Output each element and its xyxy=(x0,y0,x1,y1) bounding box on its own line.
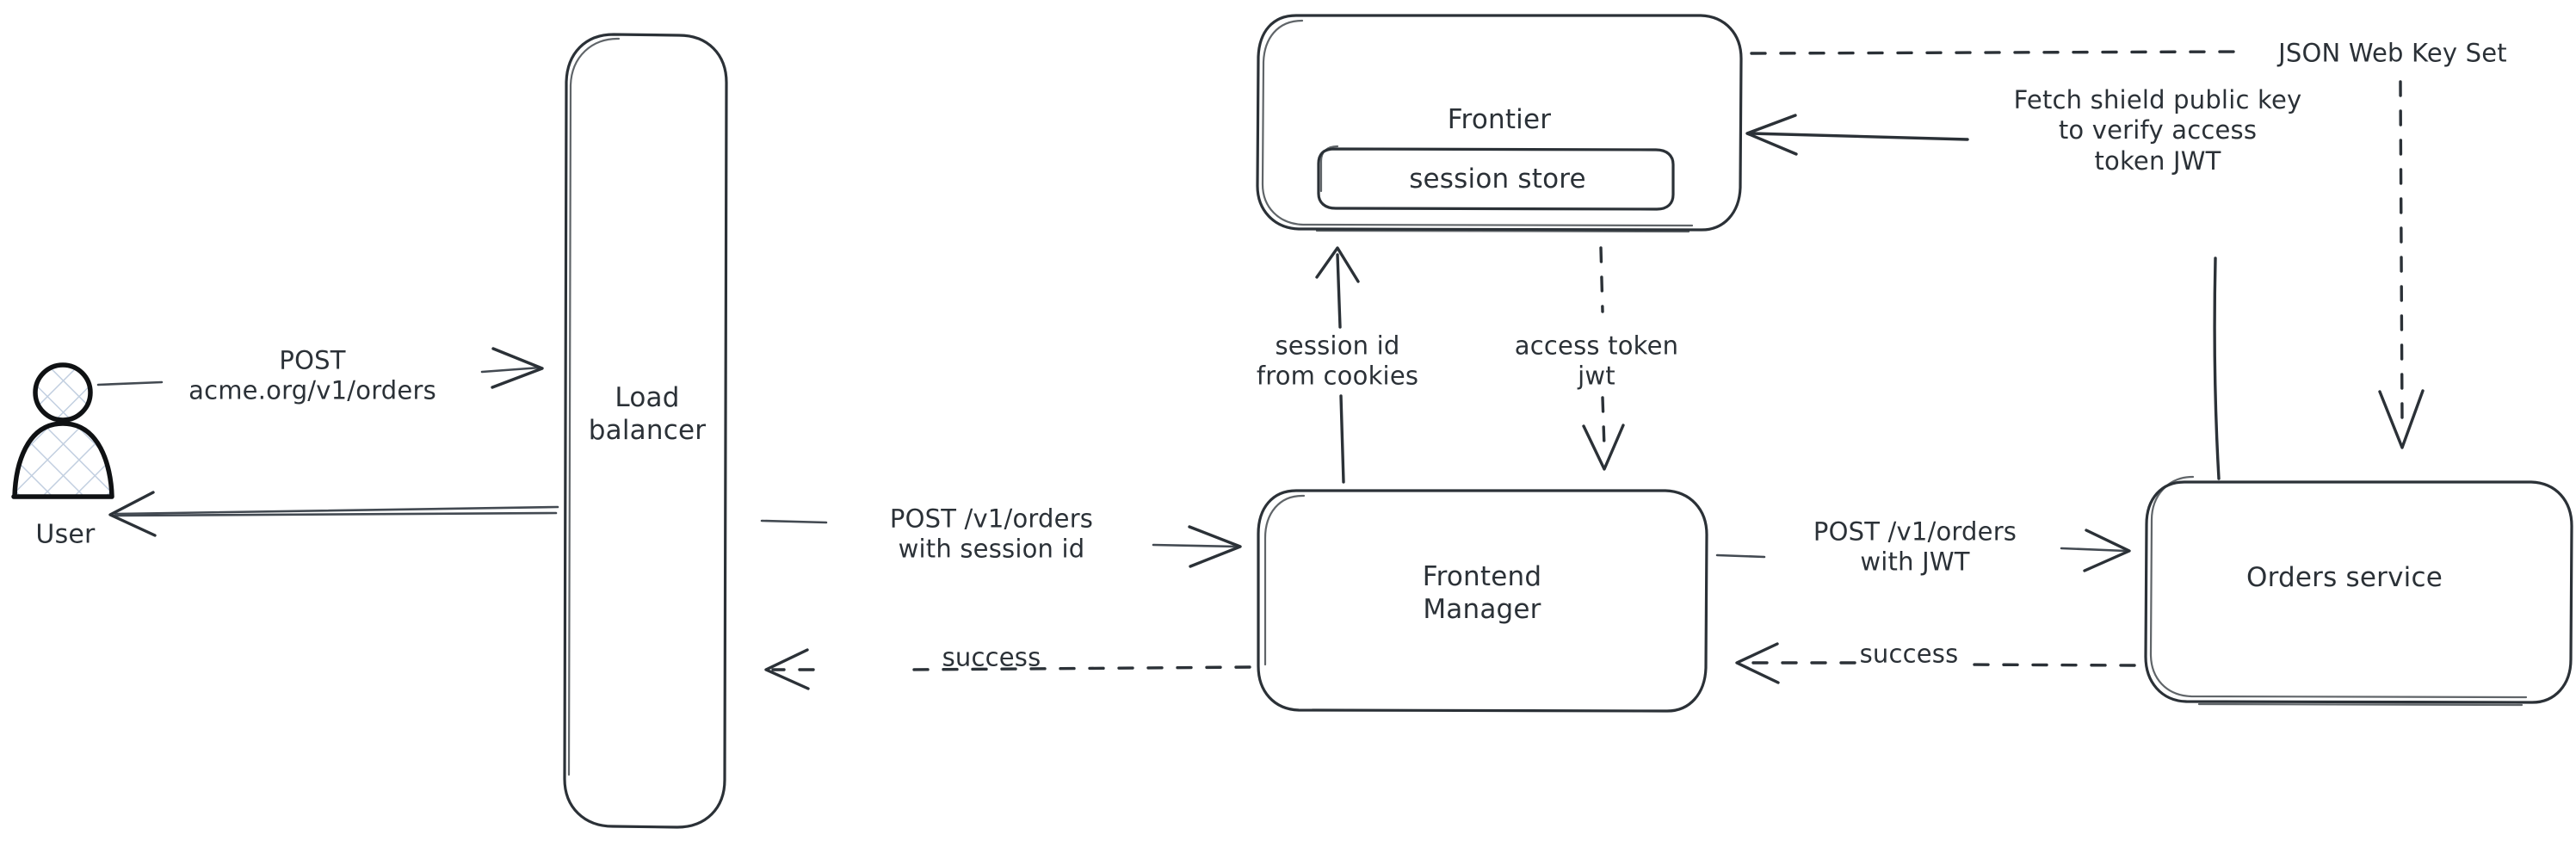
user-actor-icon xyxy=(11,362,114,499)
edge-frontend-manager-to-load-balancer xyxy=(764,648,1251,690)
edge-user-to-load-balancer xyxy=(96,347,544,389)
node-load-balancer[interactable] xyxy=(563,33,728,829)
edge-load-balancer-to-user xyxy=(108,491,559,537)
node-session-store[interactable] xyxy=(1317,145,1675,211)
edge-frontend-manager-to-orders-service xyxy=(1715,529,2131,572)
edge-orders-service-to-frontend-manager xyxy=(1735,642,2136,684)
edge-orders-service-to-frontier xyxy=(1745,114,2221,480)
edge-frontier-to-frontend-manager xyxy=(1582,246,1625,471)
edge-frontier-to-orders-service xyxy=(1750,50,2425,449)
node-orders-service[interactable] xyxy=(2144,475,2573,707)
node-frontend-manager[interactable] xyxy=(1257,489,1708,713)
edge-frontend-manager-to-frontier xyxy=(1315,246,1360,484)
edge-load-balancer-to-frontend-manager xyxy=(760,519,1242,568)
